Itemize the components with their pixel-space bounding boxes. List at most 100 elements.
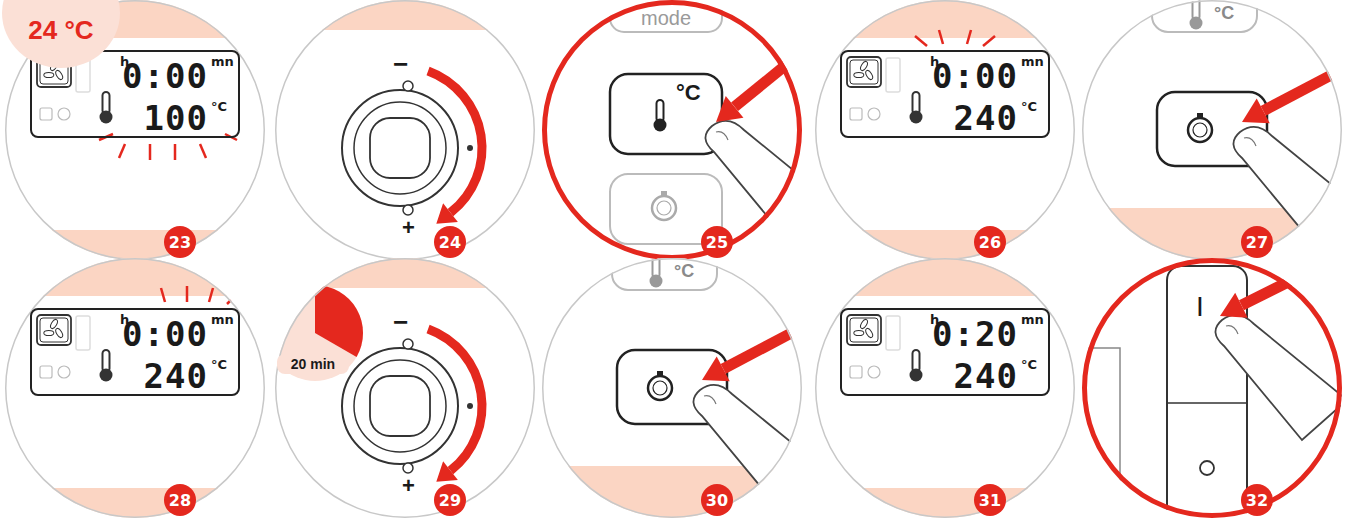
dial-mark bbox=[403, 339, 413, 349]
display-digits: 240 bbox=[144, 356, 208, 396]
unit-label: °C bbox=[211, 100, 227, 114]
fan-icon bbox=[54, 327, 64, 338]
display-digits: 100 bbox=[144, 98, 208, 138]
flash-ray bbox=[174, 144, 177, 160]
fan-icon bbox=[44, 330, 54, 335]
red-arrow bbox=[1242, 98, 1270, 123]
timer-icon bbox=[648, 376, 672, 400]
panel-ground bbox=[815, 258, 1075, 518]
pink-band bbox=[5, 258, 265, 296]
panel-outline bbox=[1085, 261, 1340, 516]
symbol-label: + bbox=[402, 216, 415, 240]
panel bbox=[5, 258, 265, 519]
callout-number: 31 bbox=[974, 484, 1006, 516]
node-text: 26 bbox=[979, 233, 1001, 252]
thermometer-icon bbox=[650, 275, 663, 288]
timer-icon bbox=[652, 196, 676, 220]
unit-label: h bbox=[120, 55, 129, 69]
finger-nail bbox=[704, 396, 716, 404]
fan-icon bbox=[40, 318, 68, 342]
node-text: 32 bbox=[1246, 491, 1268, 510]
minbox-box: 20 min bbox=[277, 354, 349, 374]
panel bbox=[275, 0, 535, 260]
off-symbol bbox=[1200, 461, 1214, 475]
node-text: 25 bbox=[706, 233, 728, 252]
unit-label: h bbox=[930, 313, 939, 327]
timer-icon bbox=[657, 371, 663, 375]
display-digits: 0:00 bbox=[932, 56, 1018, 96]
dial-mark bbox=[467, 403, 473, 409]
panel-outline bbox=[276, 259, 535, 518]
ghost-digit bbox=[886, 316, 900, 350]
callout-number: 26 bbox=[974, 226, 1006, 258]
fan-icon bbox=[854, 330, 864, 335]
symbol-label: − bbox=[393, 308, 408, 337]
node-text: mode bbox=[641, 7, 691, 30]
callout-number: 30 bbox=[701, 484, 733, 516]
panel-outline bbox=[543, 259, 802, 518]
display-digits: 240 bbox=[954, 98, 1018, 138]
pink-band bbox=[275, 0, 535, 30]
display-box: 0:00240 bbox=[30, 308, 240, 396]
callout-number: 32 bbox=[1241, 484, 1273, 516]
timer-wedge bbox=[315, 285, 363, 357]
panel-ground bbox=[815, 0, 1075, 260]
panel bbox=[542, 218, 825, 519]
fan-icon bbox=[850, 60, 878, 84]
node-text: 23 bbox=[169, 233, 191, 252]
red-arrow bbox=[428, 329, 482, 471]
dial bbox=[342, 90, 458, 206]
fan-icon bbox=[864, 69, 874, 80]
panel-outline bbox=[816, 1, 1075, 260]
callout-number: 29 bbox=[434, 484, 466, 516]
unit-label: h bbox=[930, 55, 939, 69]
timer-dial bbox=[267, 285, 363, 381]
fan-icon bbox=[854, 72, 864, 77]
red-arrow bbox=[723, 330, 797, 369]
timer-icon bbox=[1188, 118, 1212, 142]
red-arrow bbox=[436, 461, 458, 482]
panel-outline bbox=[816, 259, 1075, 518]
thermometer-icon bbox=[1190, 17, 1203, 30]
unit-label: mn bbox=[211, 313, 234, 327]
flash-ray bbox=[209, 288, 213, 302]
dial-mark bbox=[403, 205, 413, 215]
red-arrow bbox=[702, 356, 730, 381]
red-arrow bbox=[428, 71, 482, 213]
fan-icon bbox=[37, 315, 71, 345]
panel-outline bbox=[6, 259, 265, 518]
grill-icon bbox=[40, 366, 52, 378]
thermometer-icon bbox=[100, 111, 113, 124]
symbol-label: °C bbox=[676, 81, 701, 105]
fan-icon bbox=[850, 318, 878, 342]
pink-band bbox=[815, 0, 1075, 38]
panel-outline bbox=[1083, 1, 1342, 260]
unit-label: °C bbox=[1021, 358, 1037, 372]
fan-icon bbox=[864, 327, 874, 338]
timer-icon bbox=[1193, 123, 1207, 137]
unit-label: °C bbox=[211, 358, 227, 372]
thermometer-icon bbox=[910, 111, 923, 124]
dial-knob bbox=[370, 376, 430, 436]
ghost-digit bbox=[76, 316, 90, 350]
thermometer-icon bbox=[100, 369, 113, 382]
pink-band bbox=[815, 488, 1075, 519]
pink-band bbox=[815, 258, 1075, 296]
dial bbox=[342, 348, 458, 464]
fan-icon bbox=[54, 69, 64, 80]
display-box: 0:20240 bbox=[840, 308, 1050, 396]
flash-ray bbox=[119, 144, 125, 158]
callout-number: 27 bbox=[1241, 226, 1273, 258]
callout-number: 24 bbox=[434, 226, 466, 258]
dial-mark bbox=[403, 463, 413, 473]
node-text: 27 bbox=[1246, 233, 1268, 252]
flash-ray bbox=[983, 36, 995, 46]
temp-button bbox=[610, 74, 722, 154]
node-text: 30 bbox=[706, 491, 728, 510]
dial-mark bbox=[403, 81, 413, 91]
fan-icon bbox=[847, 57, 881, 87]
flash-ray bbox=[915, 36, 927, 46]
panel-ground bbox=[275, 258, 535, 518]
flash-ray bbox=[939, 30, 943, 44]
